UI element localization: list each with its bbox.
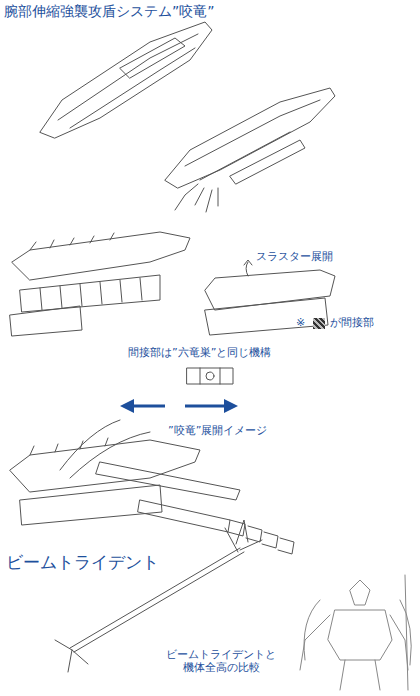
note-text: 間接部は”六竜巣”と同じ機構 <box>128 346 271 359</box>
callout-label: スラスター展開 <box>256 250 333 263</box>
comparison-note: ビームトライデントと 機体全高の比較 <box>162 648 280 674</box>
legend-swatch <box>313 318 325 329</box>
note-mark: ※ <box>296 316 305 329</box>
section-heading: ビームトライデント <box>6 552 159 572</box>
title: 腕部伸縮強襲攻盾システム”咬竜” <box>4 3 215 20</box>
legend-text: が間接部 <box>330 316 374 329</box>
caption-label: ”咬竜”展開イメージ <box>168 424 267 437</box>
